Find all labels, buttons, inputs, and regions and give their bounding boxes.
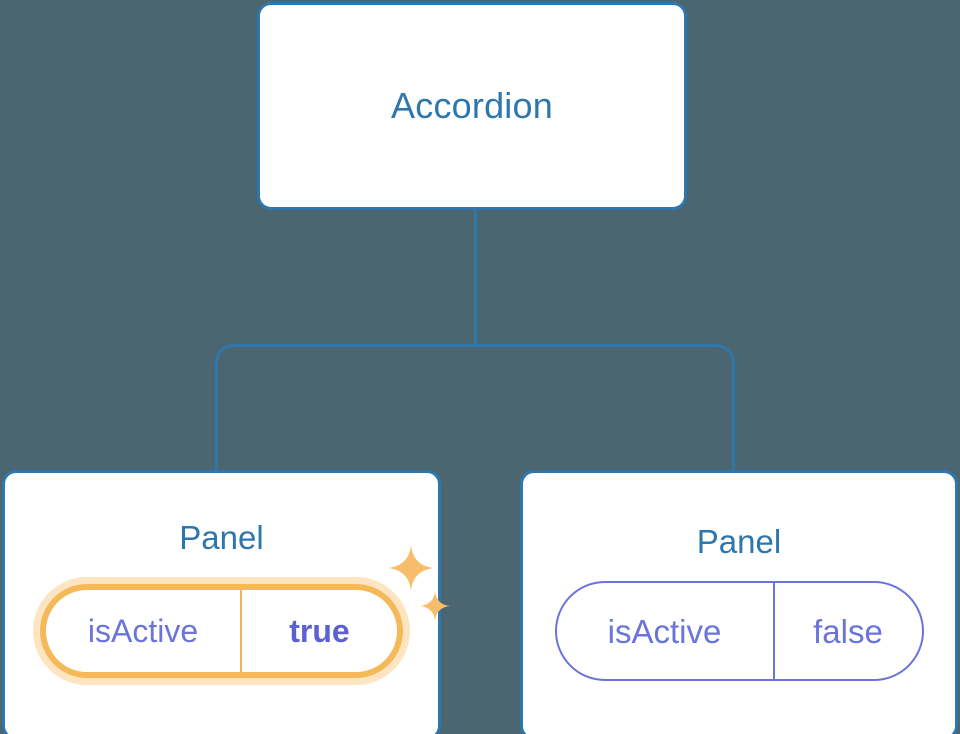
- prop-pill-is-active-true[interactable]: isActive true: [40, 584, 403, 678]
- prop-key: isActive: [607, 612, 722, 650]
- node-panel-active-label: Panel: [179, 519, 264, 556]
- node-accordion[interactable]: Accordion: [257, 2, 687, 210]
- node-panel-active[interactable]: Panel isActive true: [2, 470, 450, 734]
- prop-pill-active-wrap: isActive true: [33, 545, 450, 685]
- prop-value: true: [240, 590, 397, 672]
- connector-branch-right: [475, 344, 735, 470]
- sparkle-icon: [420, 591, 450, 621]
- connector-branch-left: [215, 344, 476, 470]
- prop-pill-active-glow: isActive true: [33, 577, 410, 685]
- prop-value: false: [772, 583, 922, 679]
- prop-pill-inactive-wrap: isActive false: [554, 581, 924, 681]
- sparkle-icon: [388, 545, 434, 591]
- node-accordion-label: Accordion: [391, 85, 553, 126]
- prop-pill-is-active-false[interactable]: isActive false: [554, 581, 924, 681]
- node-panel-inactive[interactable]: Panel isActive false: [520, 470, 958, 734]
- node-panel-inactive-label: Panel: [696, 523, 782, 560]
- prop-key: isActive: [87, 613, 199, 649]
